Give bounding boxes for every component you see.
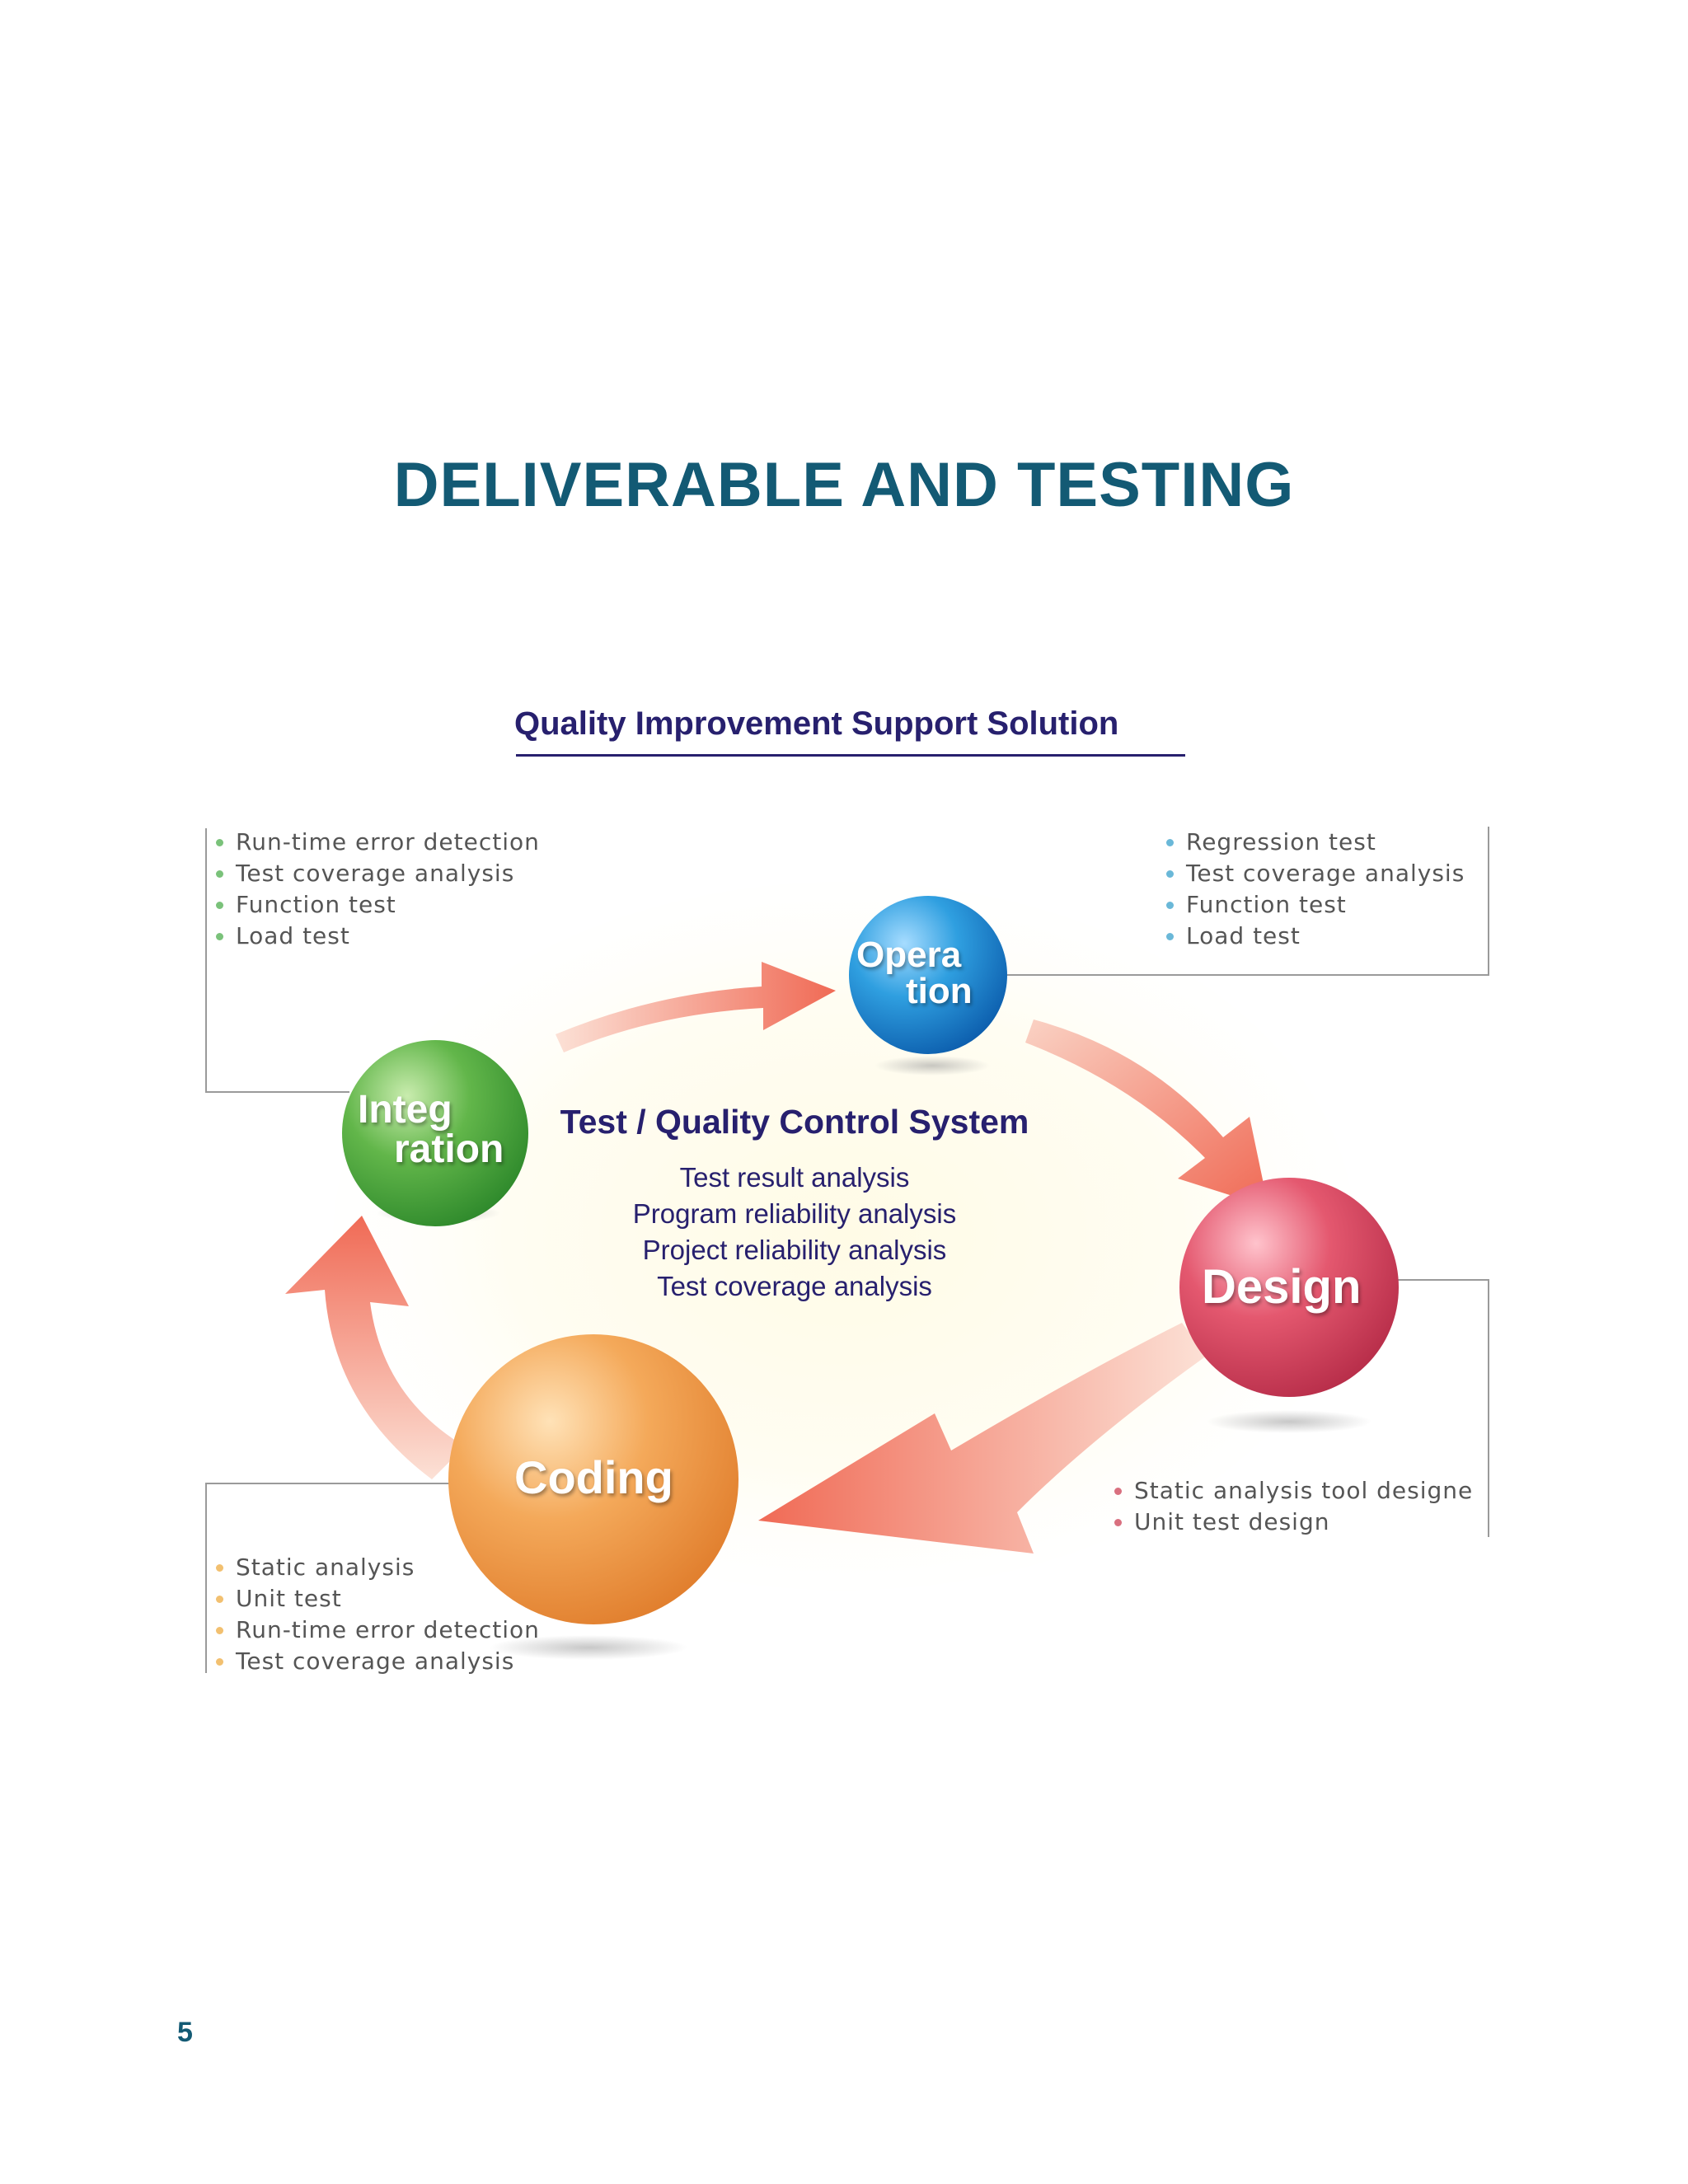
integration-bullet-list: Run-time error detection Test coverage a…: [211, 827, 540, 952]
list-item: Static analysis: [211, 1552, 540, 1583]
design-sphere: [1179, 1178, 1399, 1397]
list-item: Load test: [211, 921, 540, 952]
arrow-coding-to-integration: [285, 1216, 465, 1479]
figure-title-underline: [516, 754, 1185, 757]
arrow-design-to-coding: [758, 1323, 1207, 1554]
operation-sphere: [849, 896, 1007, 1054]
list-item: Unit test: [211, 1583, 540, 1615]
page-title: DELIVERABLE AND TESTING: [393, 450, 1295, 520]
integration-label: Integ ration: [358, 1088, 504, 1171]
figure-title: Quality Improvement Support Solution: [514, 705, 1119, 742]
operation-bullet-list: Regression test Test coverage analysis F…: [1161, 827, 1465, 952]
arrow-operation-to-design: [1025, 1019, 1268, 1207]
quality-improvement-diagram: Quality Improvement Support Solution Run…: [193, 696, 1516, 1706]
list-item: Static analysis tool designe: [1109, 1475, 1473, 1507]
system-analysis-list: Test result analysis Program reliability…: [514, 1160, 1075, 1305]
list-item: Regression test: [1161, 827, 1465, 858]
list-item: Unit test design: [1109, 1507, 1473, 1538]
list-item: Project reliability analysis: [642, 1235, 947, 1265]
integration-sphere: [342, 1040, 528, 1226]
bullet-dot-icon: [1166, 902, 1174, 909]
bullet-dot-icon: [216, 1564, 223, 1572]
bullet-dot-icon: [1166, 839, 1174, 846]
list-item: Run-time error detection: [211, 827, 540, 858]
bullet-dot-icon: [216, 1658, 223, 1666]
bullet-dot-icon: [1166, 870, 1174, 878]
list-item: Function test: [211, 889, 540, 921]
coding-sphere: [448, 1334, 738, 1624]
design-label: Design: [1202, 1260, 1362, 1314]
list-item: Test result analysis: [679, 1162, 910, 1193]
arrow-integration-to-operation: [556, 962, 836, 1052]
operation-label: Opera tion: [856, 935, 973, 1011]
list-item: Test coverage analysis: [657, 1271, 932, 1301]
bullet-dot-icon: [1114, 1519, 1122, 1526]
design-bullet-list: Static analysis tool designe Unit test d…: [1109, 1475, 1473, 1538]
list-item: Test coverage analysis: [1161, 858, 1465, 889]
list-item: Program reliability analysis: [632, 1198, 957, 1229]
bullet-dot-icon: [216, 1627, 223, 1634]
bullet-dot-icon: [216, 933, 223, 940]
coding-label: Coding: [514, 1451, 673, 1503]
list-item: Run-time error detection: [211, 1615, 540, 1646]
list-item: Load test: [1161, 921, 1465, 952]
list-item: Test coverage analysis: [211, 1646, 540, 1677]
bullet-dot-icon: [1166, 933, 1174, 940]
list-item: Function test: [1161, 889, 1465, 921]
coding-bullet-list: Static analysis Unit test Run-time error…: [211, 1552, 540, 1677]
bullet-dot-icon: [216, 870, 223, 878]
page-number: 5: [177, 2017, 193, 2048]
bullet-dot-icon: [1114, 1488, 1122, 1495]
list-item: Test coverage analysis: [211, 858, 540, 889]
system-title: Test / Quality Control System: [560, 1103, 1029, 1141]
bullet-dot-icon: [216, 839, 223, 846]
bullet-dot-icon: [216, 1596, 223, 1603]
bullet-dot-icon: [216, 902, 223, 909]
diagram-graphics: [205, 827, 1489, 1673]
